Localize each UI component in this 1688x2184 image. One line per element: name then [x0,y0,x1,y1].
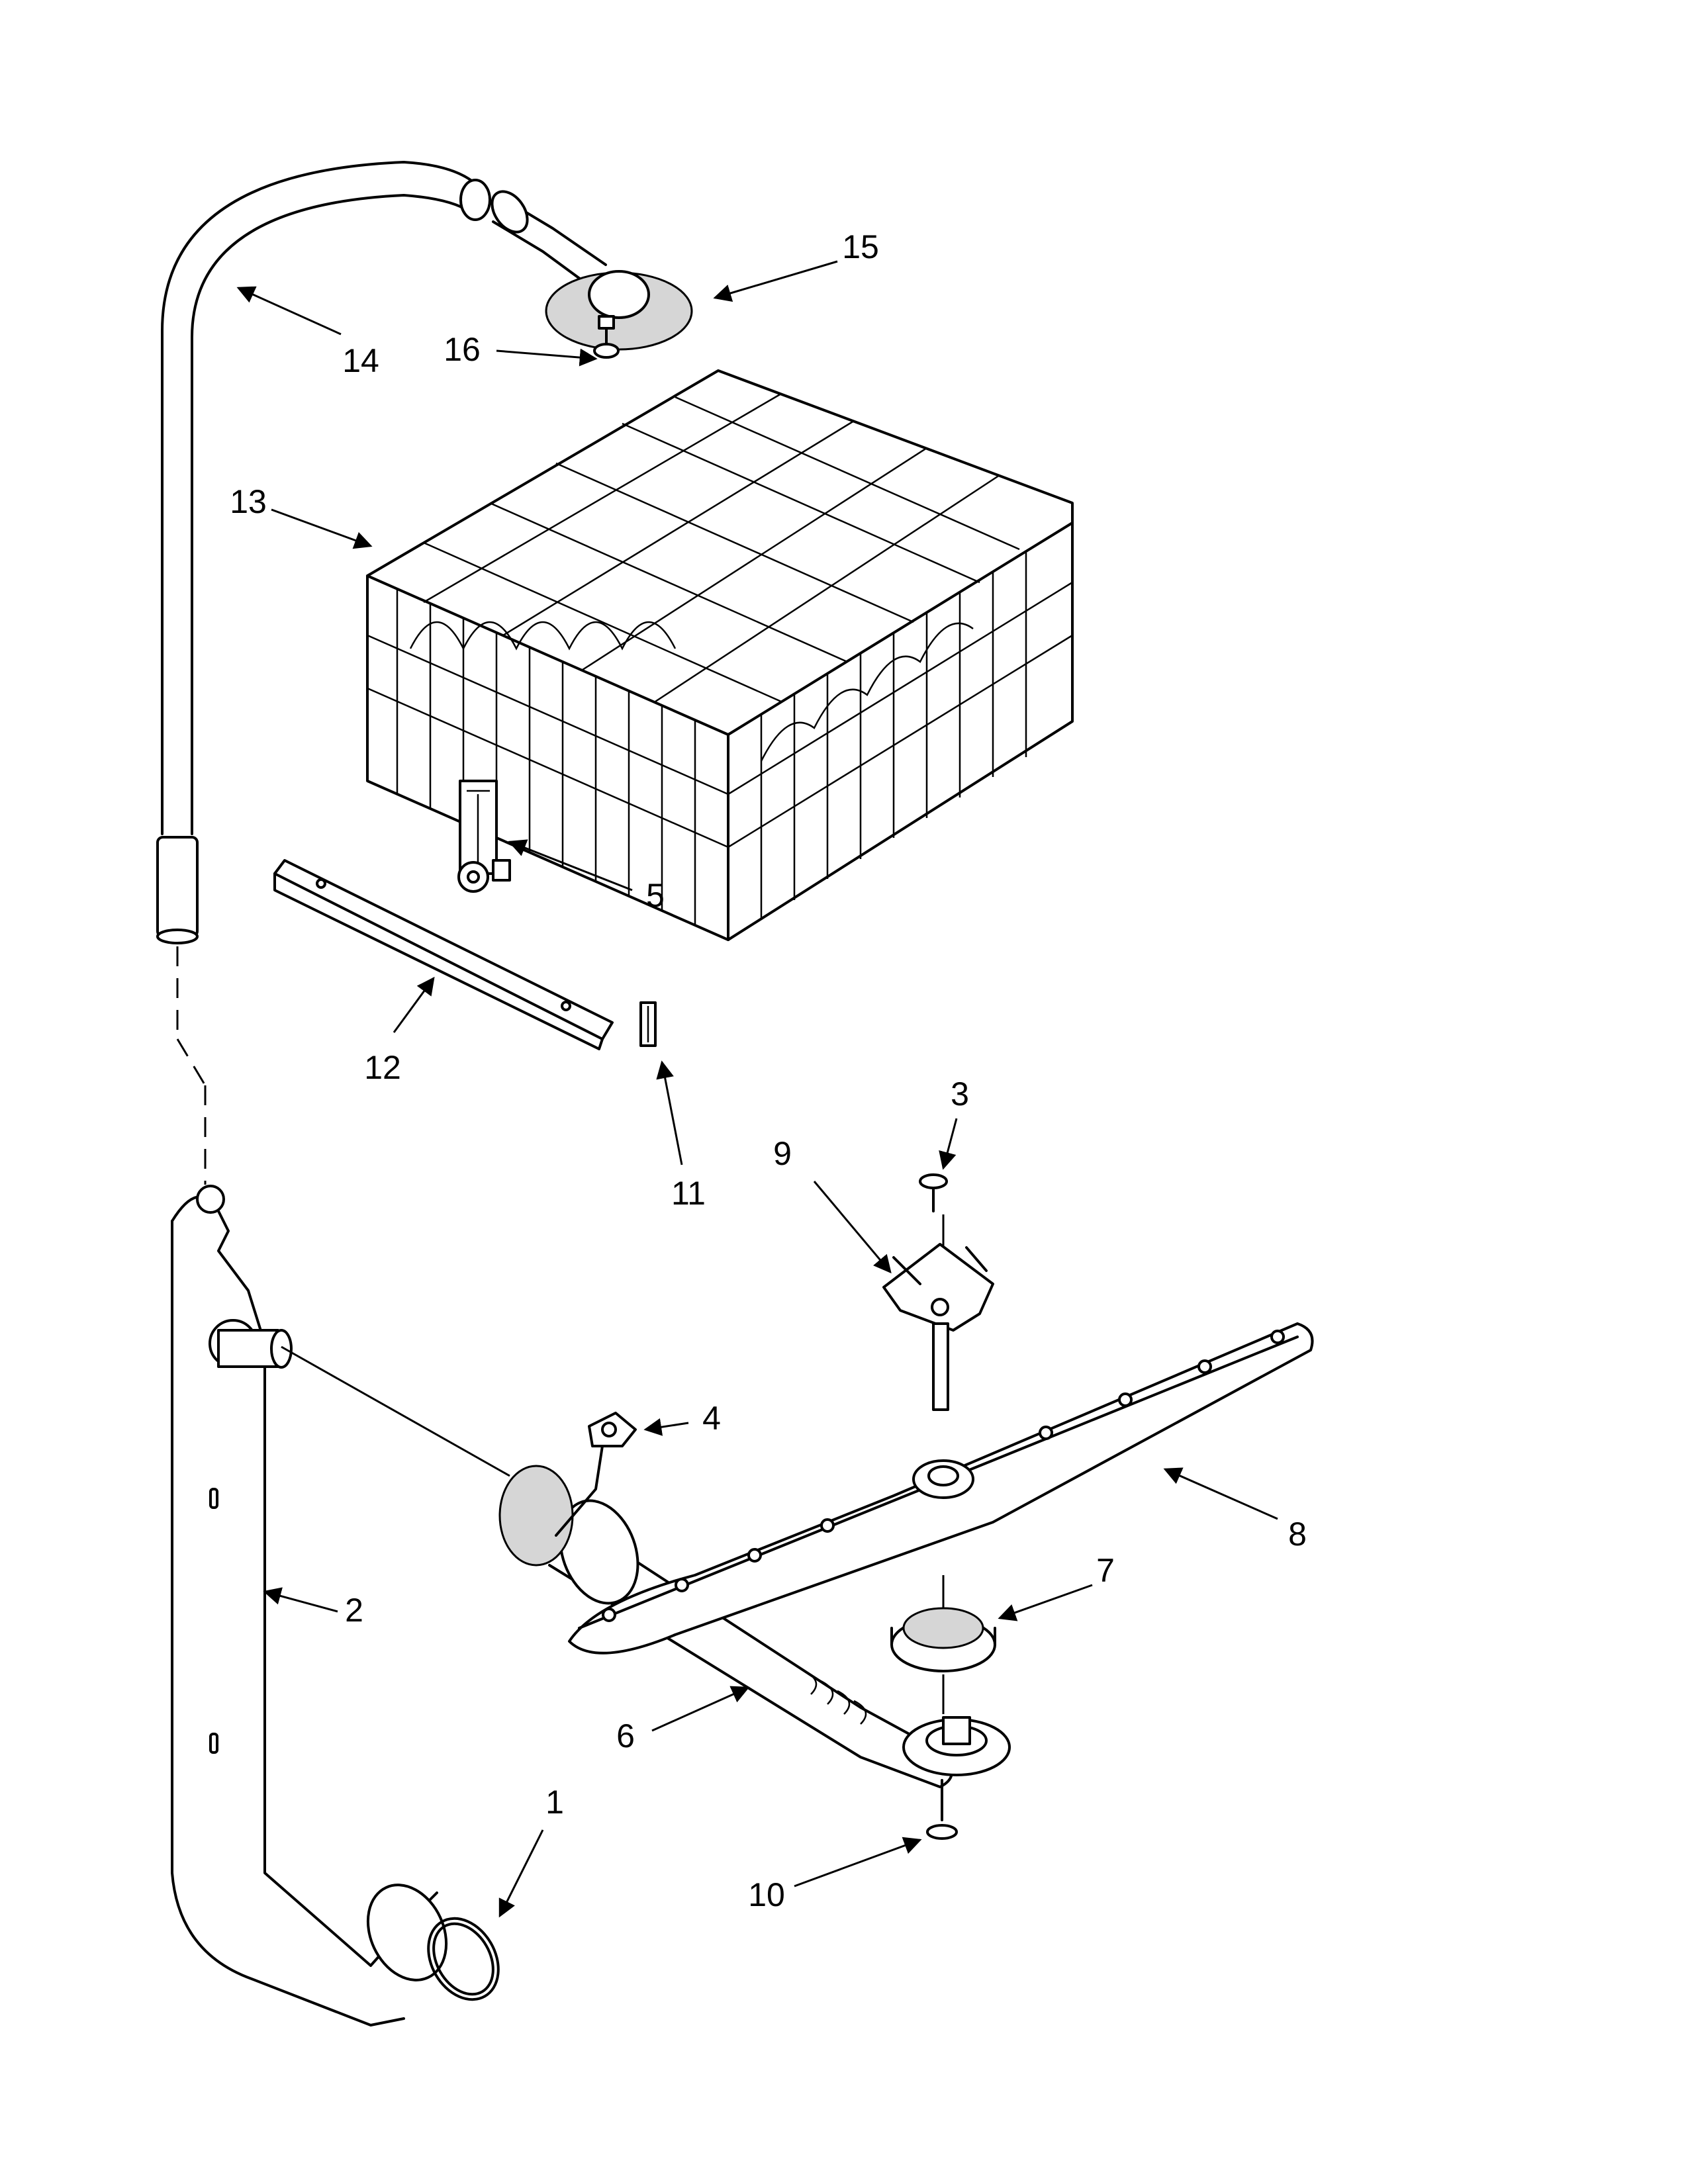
rack-adjuster [457,780,511,893]
callout-6: 6 [616,1717,635,1754]
screw-lower [926,1779,958,1840]
spray-arm-manifold [498,1465,1011,1788]
callout-10: 10 [748,1876,785,1913]
callout-12: 12 [364,1049,401,1086]
spray-arm-support [882,1243,994,1411]
callout-13: 13 [230,483,267,520]
upper-spray-nozzle [491,190,693,351]
bearing-ring [890,1607,996,1672]
ring-seal [427,1917,500,2001]
callout-1: 1 [545,1784,564,1821]
lower-manifold [171,1185,448,2026]
track-stop [639,1001,657,1047]
callout-9: 9 [773,1135,792,1172]
callout-16: 16 [444,331,481,368]
nozzle-screw [593,315,620,359]
screw [919,1173,948,1212]
callout-5: 5 [646,877,665,914]
upper-dishrack [366,369,1074,941]
rack-track [273,859,614,1050]
callout-labels: 15 14 16 13 5 12 11 3 9 4 8 7 2 6 1 10 [230,228,1307,1913]
callout-15: 15 [842,228,879,265]
callout-8: 8 [1288,1516,1307,1553]
callout-7: 7 [1096,1552,1115,1589]
callout-3: 3 [951,1075,969,1113]
callout-11: 11 [671,1175,706,1212]
callout-14: 14 [342,342,379,379]
callout-4: 4 [702,1400,721,1437]
callout-2: 2 [345,1592,363,1629]
bracket [555,1412,637,1537]
lower-spray-arm [568,1322,1314,1655]
upper-water-tube [156,161,491,944]
callout-arrows [236,260,1278,1918]
